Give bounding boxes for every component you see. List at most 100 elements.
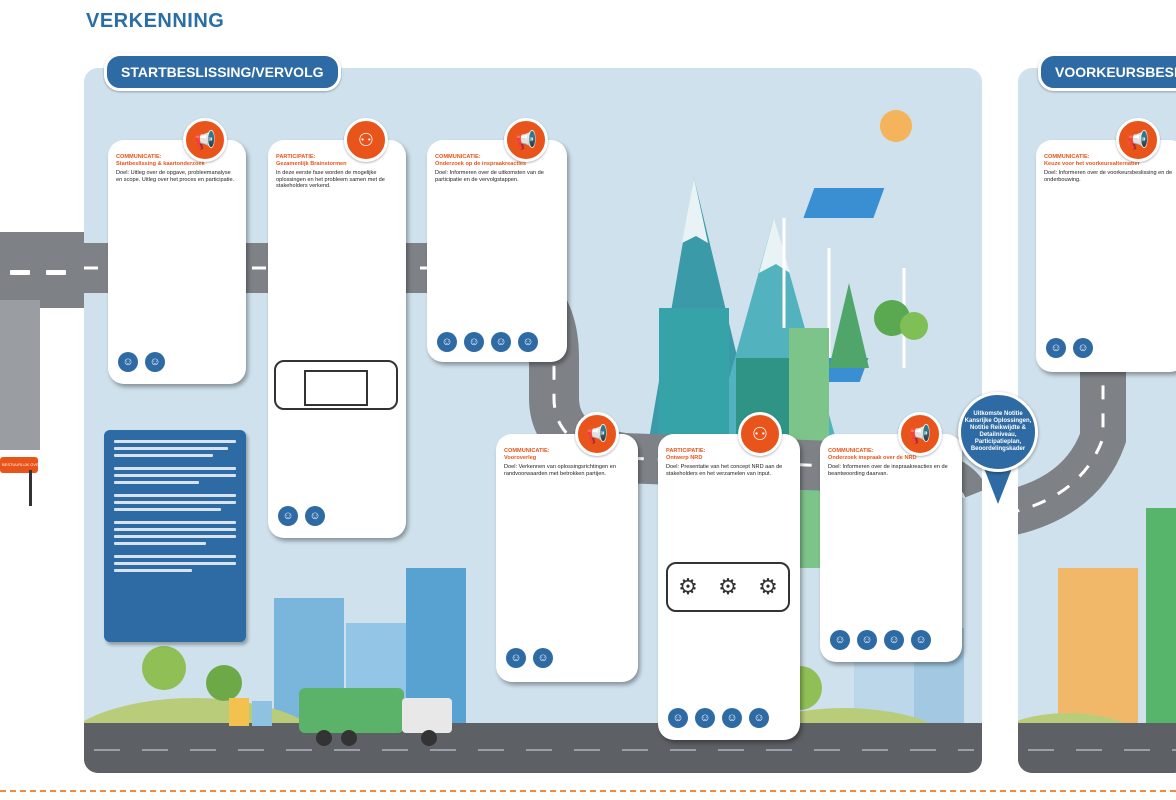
card-body: In deze eerste fase worden de mogelijke … (276, 170, 385, 189)
truck-wheel (421, 730, 437, 746)
card-body: Doel: Informeren over de inspraakreactie… (828, 464, 948, 477)
info-text-line (114, 474, 236, 477)
info-text-line (114, 454, 214, 457)
person-icon: ☺ (857, 630, 877, 650)
person-icon: ☺ (305, 506, 325, 526)
card-type: PARTICIPATIE: (276, 154, 316, 160)
truck-wheel (316, 730, 332, 746)
page-title: VERKENNING (86, 10, 225, 32)
card-body: Doel: Presentatie van het concept NRD aa… (666, 464, 783, 477)
person-icon: ☺ (695, 708, 715, 728)
card-type: COMMUNICATIE: (435, 154, 481, 160)
info-text-line (114, 494, 236, 497)
megaphone-icon: 📢 (898, 412, 942, 456)
mountain-snow (682, 178, 708, 243)
person-icon: ☺ (145, 352, 165, 372)
person-icon: ☺ (830, 630, 850, 650)
map-pin[interactable]: Uitkomste Notitie Kansrijke Oplossingen,… (958, 392, 1038, 512)
person-icon: ☺ (464, 332, 484, 352)
megaphone-icon: 📢 (183, 118, 227, 162)
card-participatie-1[interactable]: PARTICIPATIE:Gezamenlijk Brainstormen In… (268, 140, 406, 538)
card-participatie-2[interactable]: PARTICIPATIE:Ontwerp NRD Doel: Presentat… (658, 434, 800, 740)
road-left-vertical (0, 300, 40, 450)
info-text-line (114, 555, 236, 558)
person-icon: ☺ (491, 332, 511, 352)
card-type: COMMUNICATIE: (116, 154, 162, 160)
card-title: Onderzoek inspraak over de NRD (828, 454, 917, 461)
info-text-line (114, 447, 228, 450)
participation-icon: ⚇ (344, 118, 388, 162)
stakeholder-icons: ☺ ☺ ☺ ☺ (830, 630, 931, 650)
info-text-line (114, 508, 221, 511)
side-tag-label: BESTUURLIJK OVERLEG (2, 462, 38, 467)
section-tab-startbeslissing[interactable]: STARTBESLISSING/VERVOLG (104, 53, 341, 91)
person-icon: ☺ (1046, 338, 1066, 358)
stakeholder-icons: ☺ ☺ (118, 352, 165, 372)
card-text: PARTICIPATIE:Gezamenlijk Brainstormen In… (276, 154, 398, 193)
info-text-line (114, 521, 236, 524)
stakeholder-icons: ☺ ☺ (1046, 338, 1093, 358)
card-title: Keuze voor het voorkeursalternatief (1044, 160, 1140, 167)
truck-cab (402, 698, 452, 733)
card-text: COMMUNICATIE:Vooroverleg Doel: Verkennen… (504, 448, 630, 480)
card-communicatie-2[interactable]: COMMUNICATIE:Onderzoek op de inspraakrea… (427, 140, 567, 362)
flowchart-illustration (274, 360, 398, 410)
card-text: COMMUNICATIE:Onderzoek op de inspraakrea… (435, 154, 559, 186)
person-icon: ☺ (278, 506, 298, 526)
card-text: COMMUNICATIE:Startbeslissing & kaartonde… (116, 154, 238, 186)
card-body: Doel: Informeren over de uitkomsten van … (435, 170, 544, 183)
landscape-illustration-right (1018, 368, 1176, 773)
road-center-line (84, 266, 966, 499)
card-title: Ontwerp NRD (666, 454, 703, 461)
info-text-line (114, 440, 236, 443)
person-icon: ☺ (1073, 338, 1093, 358)
card-title: Vooroverleg (504, 454, 537, 461)
megaphone-icon: 📢 (1116, 118, 1160, 162)
gear-icon: ⚙ (758, 574, 778, 599)
person-icon: ☺ (518, 332, 538, 352)
card-text: PARTICIPATIE:Ontwerp NRD Doel: Presentat… (666, 448, 792, 480)
waste-bin (252, 701, 272, 726)
tree (900, 312, 928, 340)
stakeholder-icons: ☺ ☺ (278, 506, 325, 526)
card-title: Onderzoek op de inspraakreacties (435, 160, 527, 167)
stakeholder-icons: ☺ ☺ (506, 648, 553, 668)
info-text-line (114, 467, 236, 470)
megaphone-icon: 📢 (575, 412, 619, 456)
card-communicatie-1[interactable]: COMMUNICATIE:Startbeslissing & kaartonde… (108, 140, 246, 384)
waste-bin (229, 698, 249, 726)
megaphone-icon: 📢 (504, 118, 548, 162)
card-communicatie-3[interactable]: COMMUNICATIE:Vooroverleg Doel: Verkennen… (496, 434, 638, 682)
gear-icon: ⚙ (678, 574, 698, 599)
side-tag-pole (29, 470, 32, 506)
side-tag: BESTUURLIJK OVERLEG (0, 457, 38, 473)
pin-text: Uitkomste Notitie Kansrijke Oplossingen,… (964, 411, 1032, 452)
solar-panel (803, 188, 885, 218)
card-body: Doel: Verkennen van oplossingsrichtingen… (504, 464, 616, 477)
person-icon: ☺ (437, 332, 457, 352)
person-icon: ☺ (722, 708, 742, 728)
tree (206, 665, 242, 701)
card-type: COMMUNICATIE: (1044, 154, 1090, 160)
mountain-snow (759, 218, 790, 273)
sun (880, 110, 912, 142)
building (1146, 508, 1176, 748)
info-text-line (114, 501, 236, 504)
road-center-line (1018, 368, 1105, 513)
info-text-line (114, 481, 200, 484)
card-type: COMMUNICATIE: (504, 448, 550, 454)
card-text: COMMUNICATIE:Keuze voor het voorkeursalt… (1044, 154, 1176, 186)
phase-divider-line (0, 790, 1176, 792)
pin-bubble: Uitkomste Notitie Kansrijke Oplossingen,… (958, 392, 1038, 472)
card-communicatie-4[interactable]: COMMUNICATIE:Onderzoek inspraak over de … (820, 434, 962, 662)
person-icon: ☺ (911, 630, 931, 650)
card-title: Gezamenlijk Brainstormen (276, 160, 347, 167)
road-dash (10, 270, 30, 275)
section-tab-voorkeursbeslissing[interactable]: VOORKEURSBESL (1038, 53, 1176, 91)
info-text-line (114, 528, 236, 531)
person-icon: ☺ (749, 708, 769, 728)
tree (142, 646, 186, 690)
card-communicatie-5[interactable]: COMMUNICATIE:Keuze voor het voorkeursalt… (1036, 140, 1176, 372)
card-title: Startbeslissing & kaartonderzoek (116, 160, 205, 167)
card-body: Doel: Uitleg over de opgave, probleemana… (116, 170, 235, 183)
